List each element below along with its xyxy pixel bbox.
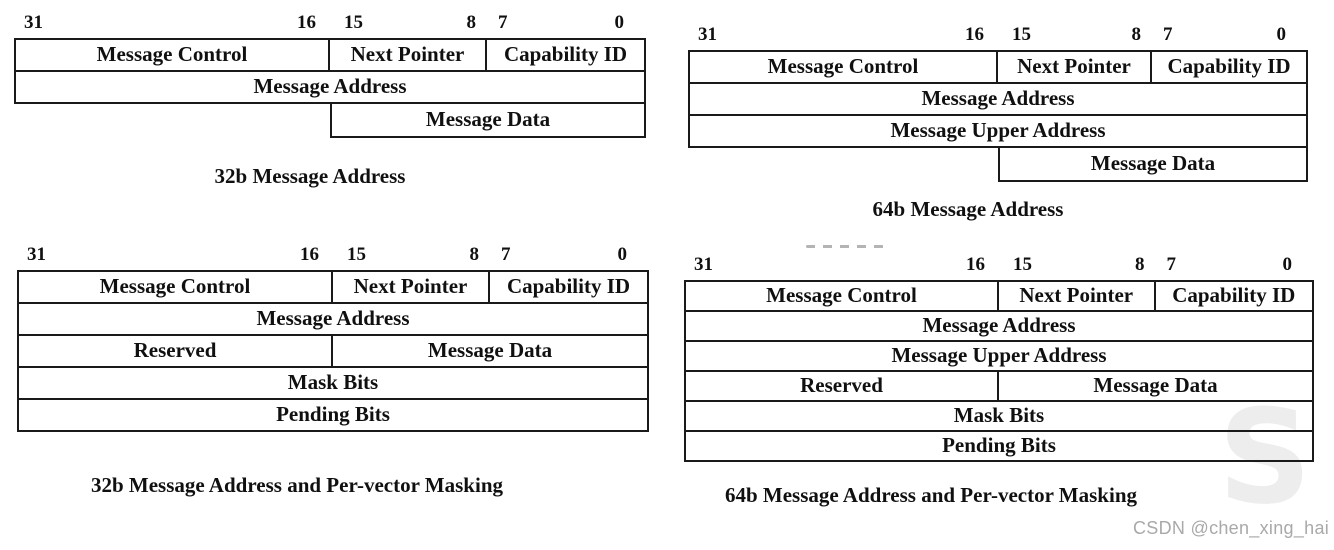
bit-label-8: 8 bbox=[1135, 254, 1145, 275]
register-table: Message Control Next Pointer Capability … bbox=[17, 270, 649, 432]
bit-label-16: 16 bbox=[966, 254, 985, 275]
register-row: Message Address bbox=[684, 310, 1314, 342]
cell-message-control: Message Control bbox=[16, 40, 330, 70]
register-row: Mask Bits bbox=[17, 366, 649, 400]
cell-message-data: Message Data bbox=[427, 337, 553, 362]
diagram-32b-message-address: 31 16 15 8 7 0 Message Control Next Poin… bbox=[14, 8, 646, 189]
cell-capability-id: Capability ID bbox=[1172, 282, 1296, 307]
cell-pending-bits: Pending Bits bbox=[942, 432, 1056, 457]
bit-label-31: 31 bbox=[24, 12, 43, 33]
watermark-text: CSDN @chen_xing_hai bbox=[1133, 518, 1330, 538]
cell-message-upper-address: Message Upper Address bbox=[891, 342, 1107, 367]
bit-label-15: 15 bbox=[344, 12, 363, 33]
register-row: Message Address bbox=[14, 70, 646, 104]
register-row: Pending Bits bbox=[684, 430, 1314, 462]
bit-label-0: 0 bbox=[1282, 254, 1293, 275]
cell-capability-id: Capability ID bbox=[506, 273, 631, 298]
bit-ruler: 31 16 15 8 7 0 bbox=[688, 20, 1308, 50]
cell-reserved: Reserved bbox=[19, 336, 333, 366]
register-row: Message Control Next Pointer Capability … bbox=[684, 280, 1314, 312]
register-row: Reserved Message Data bbox=[17, 334, 649, 368]
scan-artifact bbox=[806, 245, 884, 248]
register-row: Reserved Message Data bbox=[684, 370, 1314, 402]
cell-message-data: Message Data bbox=[1093, 372, 1218, 397]
register-row: Message Data bbox=[330, 104, 646, 138]
cell-pending-bits: Pending Bits bbox=[276, 401, 390, 426]
bit-label-7: 7 bbox=[1163, 24, 1173, 45]
bit-label-31: 31 bbox=[27, 244, 46, 265]
register-row: Message Upper Address bbox=[688, 114, 1308, 148]
bit-label-15: 15 bbox=[347, 244, 366, 265]
bit-label-15: 15 bbox=[1012, 24, 1031, 45]
figure-caption: 32b Message Address bbox=[214, 164, 406, 188]
csdn-logo-watermark: S bbox=[1218, 381, 1312, 533]
figure-caption: 64b Message Address and Per-vector Maski… bbox=[724, 483, 1137, 507]
bit-label-8: 8 bbox=[1131, 24, 1142, 45]
cell-capability-id: Capability ID bbox=[1167, 53, 1291, 78]
cell-message-address: Message Address bbox=[253, 73, 407, 98]
bit-label-7: 7 bbox=[501, 244, 511, 265]
bit-label-31: 31 bbox=[694, 254, 713, 275]
cell-mask-bits: Mask Bits bbox=[953, 402, 1045, 427]
bit-label-16: 16 bbox=[300, 244, 319, 265]
register-row: Message Control Next Pointer Capability … bbox=[17, 270, 649, 304]
bit-label-8: 8 bbox=[466, 12, 477, 33]
cell-next-pointer: Next Pointer bbox=[999, 282, 1156, 310]
cell-capability-id: Capability ID bbox=[503, 41, 628, 66]
register-table: Message Control Next Pointer Capability … bbox=[684, 280, 1314, 462]
register-row: Message Address bbox=[688, 82, 1308, 116]
diagram-64b-per-vector-masking: 31 16 15 8 7 0 Message Control Next Poin… bbox=[684, 250, 1314, 508]
cell-message-control: Message Control bbox=[19, 272, 333, 302]
cell-message-control: Message Control bbox=[690, 52, 998, 82]
bit-label-15: 15 bbox=[1013, 254, 1032, 275]
cell-mask-bits: Mask Bits bbox=[287, 369, 379, 394]
register-row: Message Control Next Pointer Capability … bbox=[688, 50, 1308, 84]
register-table: Message Control Next Pointer Capability … bbox=[14, 38, 646, 138]
cell-reserved: Reserved bbox=[686, 372, 999, 400]
cell-message-data: Message Data bbox=[425, 106, 551, 131]
cell-message-data: Message Data bbox=[1090, 150, 1216, 175]
bit-label-7: 7 bbox=[1166, 254, 1177, 275]
cell-message-address: Message Address bbox=[256, 305, 410, 330]
cell-message-upper-address: Message Upper Address bbox=[890, 117, 1106, 142]
register-row: Message Upper Address bbox=[684, 340, 1314, 372]
bit-ruler: 31 16 15 8 7 0 bbox=[684, 250, 1314, 280]
register-row: Message Data bbox=[998, 148, 1308, 182]
bit-label-16: 16 bbox=[297, 12, 316, 33]
cell-next-pointer: Next Pointer bbox=[333, 272, 490, 302]
cell-message-address: Message Address bbox=[922, 312, 1076, 337]
bit-label-0: 0 bbox=[614, 12, 625, 33]
register-row: Pending Bits bbox=[17, 398, 649, 432]
register-row: Mask Bits bbox=[684, 400, 1314, 432]
bit-ruler: 31 16 15 8 7 0 bbox=[17, 240, 649, 270]
bit-label-8: 8 bbox=[469, 244, 480, 265]
bit-label-31: 31 bbox=[698, 24, 717, 45]
cell-message-address: Message Address bbox=[921, 85, 1075, 110]
register-row: Message Control Next Pointer Capability … bbox=[14, 38, 646, 72]
bit-label-0: 0 bbox=[617, 244, 628, 265]
figure-caption: 64b Message Address bbox=[872, 197, 1064, 221]
bit-label-7: 7 bbox=[498, 12, 508, 33]
bit-label-16: 16 bbox=[965, 24, 984, 45]
bit-label-0: 0 bbox=[1276, 24, 1287, 45]
register-table: Message Control Next Pointer Capability … bbox=[688, 50, 1308, 182]
cell-next-pointer: Next Pointer bbox=[330, 40, 487, 70]
cell-message-control: Message Control bbox=[686, 282, 999, 310]
figure-caption: 32b Message Address and Per-vector Maski… bbox=[90, 473, 503, 497]
bit-ruler: 31 16 15 8 7 0 bbox=[14, 8, 646, 38]
cell-next-pointer: Next Pointer bbox=[998, 52, 1152, 82]
diagram-32b-per-vector-masking: 31 16 15 8 7 0 Message Control Next Poin… bbox=[17, 240, 649, 498]
diagram-64b-message-address: 31 16 15 8 7 0 Message Control Next Poin… bbox=[688, 20, 1308, 222]
register-row: Message Address bbox=[17, 302, 649, 336]
